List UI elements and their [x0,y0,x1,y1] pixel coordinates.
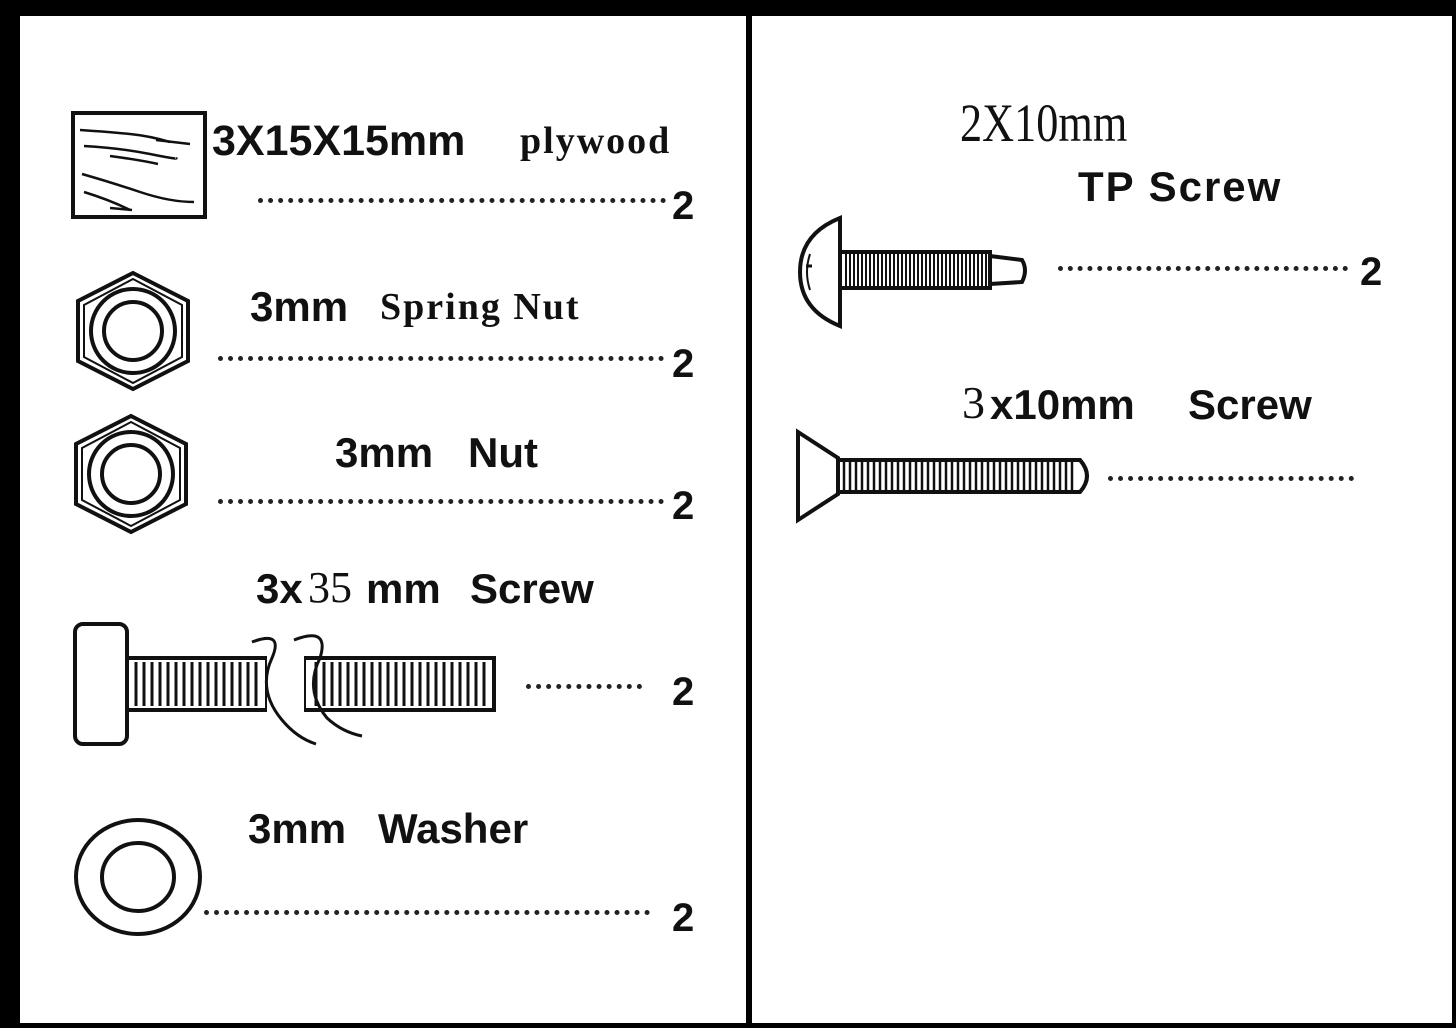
frame-top-border [0,0,1456,16]
tp-screw-type-label: TP Screw [1078,163,1283,210]
washer-leader-dots [204,910,650,915]
long-screw-leader-dots [526,684,642,689]
nut-leader-dots [218,499,664,504]
frame-left-border [0,0,20,1028]
washer-quantity: 2 [672,896,695,940]
spring-nut-leader-dots [218,356,664,361]
nut-type-label: Nut [468,429,538,476]
spring-nut-icon [76,270,190,392]
countersunk-screw-icon [796,428,1089,524]
washer-icon [74,818,202,936]
plywood-leader-dots [258,198,666,203]
washer-size-label: 3mm [248,805,347,852]
long-screw-size-label-number: 35 [308,563,352,612]
tp-screw-quantity: 2 [1360,250,1383,294]
countersunk-screw-leader-dots [1108,476,1354,481]
plywood-type-label: plywood [520,120,672,162]
tp-screw-leader-dots [1058,266,1348,271]
tp-screw-size-label: 2X10mm [960,93,1128,153]
plywood-icon [71,111,207,219]
long-screw-type-label: Screw [470,565,594,612]
washer-type-label: Washer [378,805,529,852]
frame-right-border [1452,16,1456,1028]
countersunk-screw-type-label: Screw [1188,381,1312,428]
plywood-size-label: 3X15X15mm [212,117,466,165]
countersunk-screw-size-label-number: 3 [962,377,985,428]
long-screw-size-label-unit: mm [366,565,441,612]
spring-nut-type-label: Spring Nut [380,286,581,328]
long-screw-quantity: 2 [672,670,695,714]
spring-nut-size-label: 3mm [250,283,349,330]
panel-divider [746,16,752,1028]
plywood-quantity: 2 [672,184,695,228]
spring-nut-quantity: 2 [672,342,695,386]
countersunk-screw-size-label-rest: x10mm [990,381,1135,428]
tp-screw-icon [797,215,1027,329]
long-screw-icon [73,622,496,746]
frame-bottom-border [0,1023,1456,1028]
long-screw-size-label-prefix: 3x [256,565,303,612]
nut-quantity: 2 [672,484,695,528]
nut-size-label: 3mm [335,429,434,476]
nut-icon [74,413,188,535]
